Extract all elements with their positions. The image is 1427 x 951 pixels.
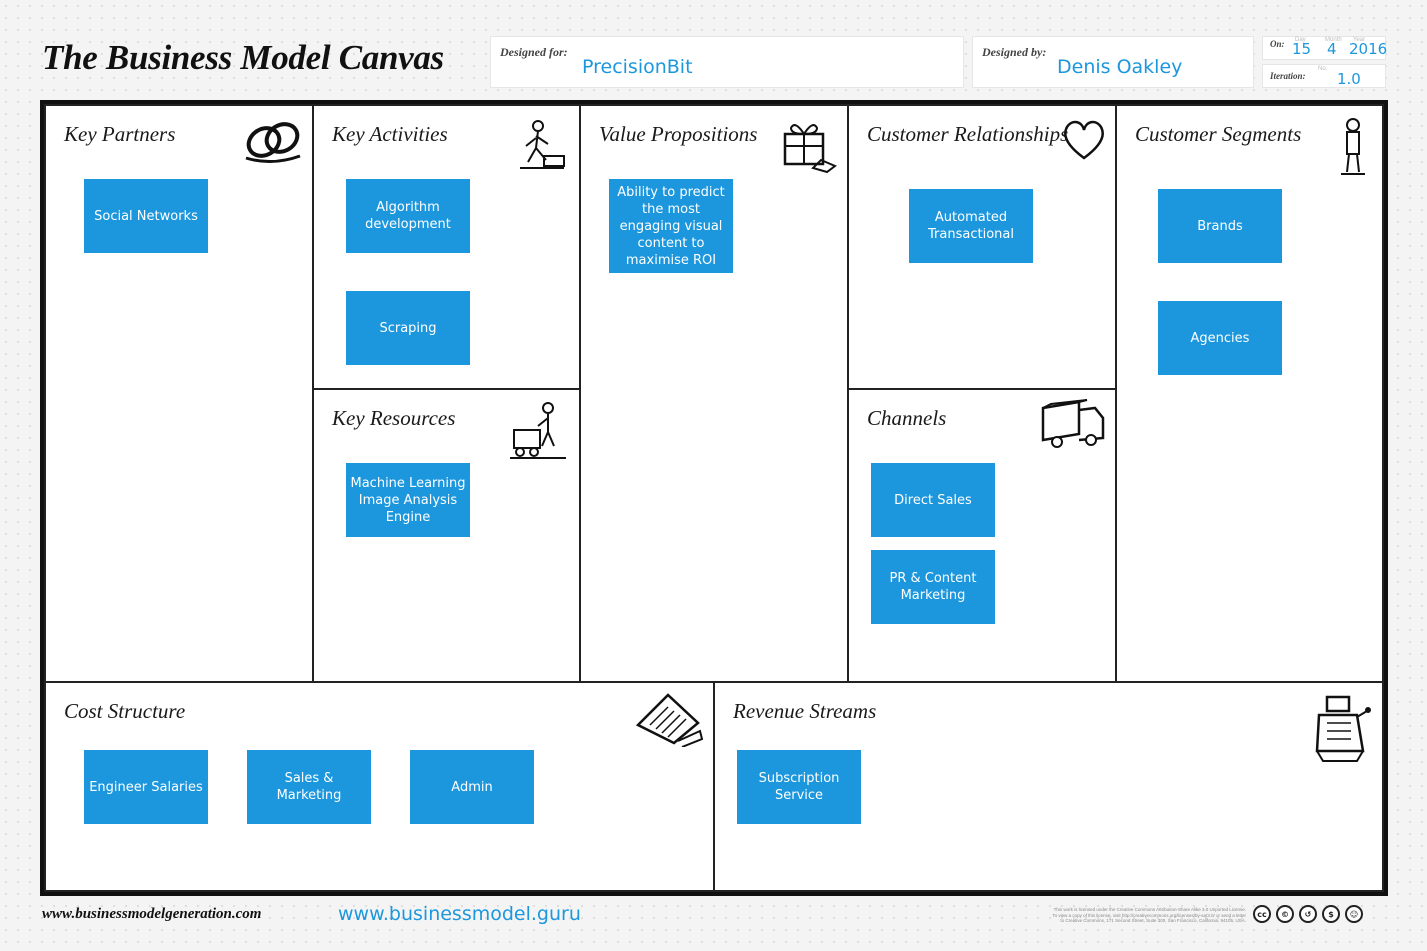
note-label: Subscription Service: [758, 771, 840, 803]
note-subscription-service[interactable]: Subscription Service: [737, 750, 861, 824]
note-scraping[interactable]: Scraping: [346, 291, 470, 365]
section-cost-structure: Cost Structure Engineer Salaries Sales &…: [44, 681, 715, 892]
section-channels: Channels Direct Sales PR & Content Marke…: [847, 388, 1117, 683]
section-value-propositions: Value Propositions Ability to predict th…: [579, 104, 849, 683]
month-hint: Month: [1325, 37, 1342, 43]
designed-by-value[interactable]: Denis Oakley: [1057, 56, 1183, 78]
note-social-networks[interactable]: Social Networks: [84, 179, 208, 253]
designed-for-label: Designed for:: [500, 45, 568, 59]
footer-site[interactable]: www.businessmodelgeneration.com: [42, 906, 262, 922]
cc-icon: cc: [1253, 905, 1271, 923]
chain-links-icon: [242, 116, 304, 166]
note-automated-transactional[interactable]: Automated Transactional: [909, 189, 1033, 263]
year-hint: Year: [1353, 37, 1366, 43]
section-key-resources: Key Resources Machine Learning Image Ana…: [312, 388, 581, 683]
customer-segments-title: Customer Segments: [1135, 122, 1302, 146]
note-label: Automated Transactional: [928, 210, 1014, 242]
attribution-person-icon: ☺: [1345, 905, 1363, 923]
iteration-value[interactable]: 1.0: [1337, 70, 1361, 88]
key-resources-title: Key Resources: [332, 406, 456, 430]
value-propositions-title: Value Propositions: [599, 122, 758, 146]
date-day[interactable]: 15: [1292, 40, 1312, 58]
iteration-box[interactable]: Iteration: No. 1.0: [1262, 64, 1386, 88]
section-customer-relationships: Customer Relationships Automated Transac…: [847, 104, 1117, 390]
price-tag-icon: [634, 691, 704, 748]
customer-relationships-title: Customer Relationships: [867, 122, 1069, 146]
factory-worker-icon: [508, 400, 570, 462]
note-label: Engineer Salaries: [89, 779, 203, 795]
note-label: Ability to predict the most engaging vis…: [617, 184, 725, 268]
by-icon: ©: [1276, 905, 1294, 923]
footer-link[interactable]: www.businessmodel.guru: [338, 903, 581, 925]
note-label: Sales & Marketing: [276, 771, 342, 803]
person-icon: [1331, 116, 1375, 176]
heart-icon: [1061, 118, 1107, 162]
gift-icon: [777, 116, 839, 174]
note-label: Algorithm development: [365, 200, 451, 232]
worker-icon: [514, 118, 570, 174]
cc-license-icons[interactable]: cc © ↺ $ ☺: [1253, 905, 1363, 923]
license-text: This work is licensed under the Creative…: [1052, 907, 1246, 923]
day-hint: Day: [1295, 37, 1306, 43]
designed-by-box[interactable]: Designed by: Denis Oakley: [972, 36, 1254, 88]
note-label: Direct Sales: [894, 492, 972, 508]
designed-for-value[interactable]: PrecisionBit: [582, 56, 693, 78]
sa-icon: ↺: [1299, 905, 1317, 923]
note-algorithm-development[interactable]: Algorithm development: [346, 179, 470, 253]
on-label: On:: [1270, 39, 1285, 49]
section-key-activities: Key Activities Algorithm development Scr…: [312, 104, 581, 390]
note-admin[interactable]: Admin: [410, 750, 534, 824]
note-agencies[interactable]: Agencies: [1158, 301, 1282, 375]
canvas-title: The Business Model Canvas: [42, 38, 444, 77]
truck-icon: [1039, 398, 1107, 452]
note-label: Scraping: [379, 320, 437, 336]
key-activities-title: Key Activities: [332, 122, 448, 146]
note-engineer-salaries[interactable]: Engineer Salaries: [84, 750, 208, 824]
designed-by-label: Designed by:: [982, 45, 1047, 59]
date-box[interactable]: On: Day 15 Month 4 Year 2016: [1262, 36, 1388, 60]
note-label: Agencies: [1190, 330, 1250, 346]
date-month[interactable]: 4: [1327, 40, 1337, 58]
channels-title: Channels: [867, 406, 947, 430]
section-key-partners: Key Partners Social Networks: [44, 104, 314, 683]
note-ml-engine[interactable]: Machine Learning Image Analysis Engine: [346, 463, 470, 537]
iteration-label: Iteration:: [1270, 71, 1306, 81]
note-label: Admin: [451, 779, 493, 795]
note-label: Social Networks: [94, 208, 198, 224]
designed-for-box[interactable]: Designed for: PrecisionBit: [490, 36, 964, 88]
note-value-proposition[interactable]: Ability to predict the most engaging vis…: [609, 179, 733, 273]
note-label: Brands: [1197, 218, 1243, 234]
revenue-streams-title: Revenue Streams: [733, 699, 877, 723]
canvas-frame: Key Partners Social Networks Key Activit…: [40, 100, 1388, 896]
cost-structure-title: Cost Structure: [64, 699, 186, 723]
note-label: Machine Learning Image Analysis Engine: [350, 475, 466, 525]
cash-register-icon: [1313, 693, 1371, 765]
note-sales-marketing[interactable]: Sales & Marketing: [247, 750, 371, 824]
note-label: PR & Content Marketing: [889, 571, 977, 603]
section-revenue-streams: Revenue Streams Subscription Service: [713, 681, 1384, 892]
note-brands[interactable]: Brands: [1158, 189, 1282, 263]
iteration-hint: No.: [1318, 66, 1328, 72]
note-direct-sales[interactable]: Direct Sales: [871, 463, 995, 537]
date-year[interactable]: 2016: [1349, 40, 1388, 58]
nc-icon: $: [1322, 905, 1340, 923]
note-pr-content-marketing[interactable]: PR & Content Marketing: [871, 550, 995, 624]
section-customer-segments: Customer Segments Brands Agencies: [1115, 104, 1384, 683]
key-partners-title: Key Partners: [64, 122, 176, 146]
